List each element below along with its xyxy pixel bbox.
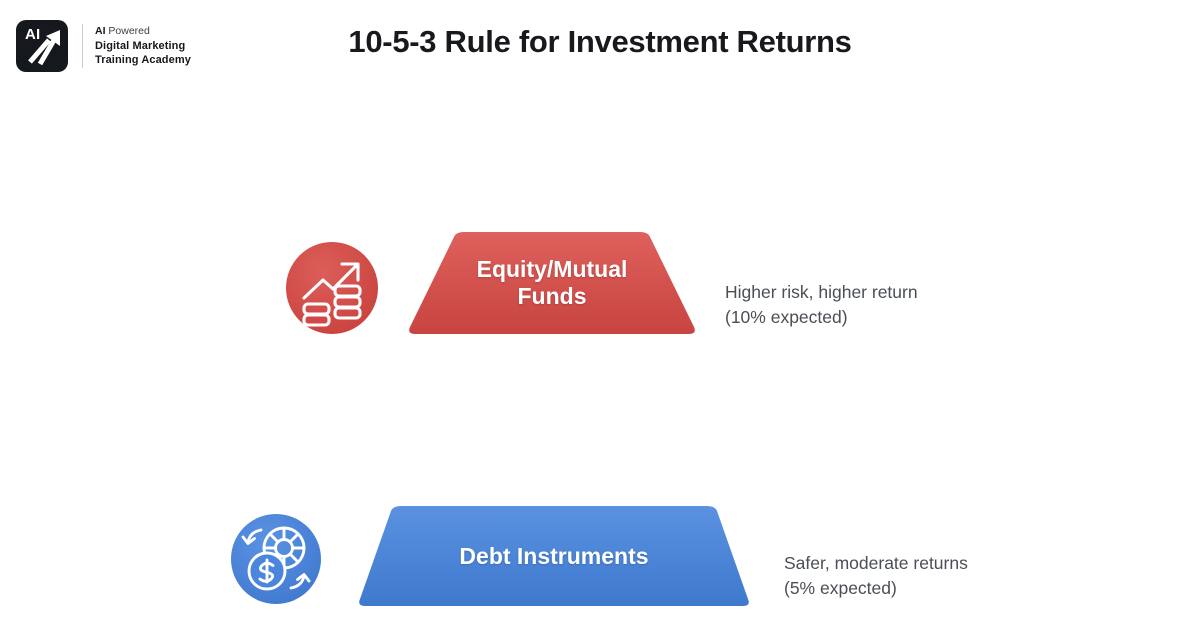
pyramid-tier-savings: Savings Accounts Ultra-safe, low growth …	[0, 384, 1200, 502]
pyramid-tier-debt: Debt Instruments Safer, moderate returns…	[0, 248, 1200, 606]
tier-shape-debt	[359, 506, 749, 606]
tier-label-debt: Debt Instruments	[459, 542, 649, 569]
brand-tagline-rest: Powered	[105, 25, 150, 38]
pyramid-tier-equity: Equity/Mutual Funds Higher risk, higher …	[0, 112, 1200, 334]
tier-band-equity: Equity/Mutual Funds	[402, 229, 702, 337]
brand-tagline-bold: AI	[95, 25, 106, 38]
tier-icon-equity	[286, 242, 378, 334]
brand-name-line-1: Digital Marketing	[95, 39, 186, 52]
page-title: 10-5-3 Rule for Investment Returns	[348, 24, 852, 59]
brand-logo: AI AI Powered Digital Marketing Training…	[16, 18, 191, 74]
brand-tagline: AI Powered	[95, 25, 191, 38]
brand-mark-text: AI	[25, 26, 41, 43]
tier-label-equity: Equity/Mutual Funds	[476, 256, 628, 309]
brand-divider	[82, 24, 83, 68]
brand-logo-mark: AI	[16, 20, 68, 72]
brand-name-line-2: Training Academy	[95, 53, 191, 66]
brand-text-block: AI Powered Digital Marketing Training Ac…	[95, 25, 191, 67]
tier-icon-debt	[231, 514, 321, 604]
tier-description-debt: Safer, moderate returns (5% expected)	[784, 553, 968, 598]
growth-chart-coins-icon	[286, 242, 378, 334]
tier-band-debt: Debt Instruments	[352, 503, 756, 609]
tier-shape-equity	[409, 232, 695, 334]
upward-arrow-icon	[28, 30, 60, 66]
lifebuoy-dollar-icon	[231, 514, 321, 604]
tier-description-equity: Higher risk, higher return (10% expected…	[725, 282, 918, 327]
